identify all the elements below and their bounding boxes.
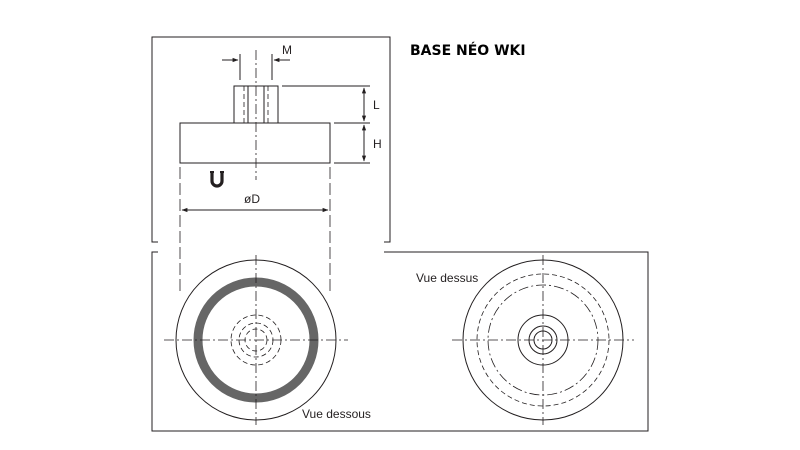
top-view-label: Vue dessus xyxy=(416,271,478,285)
dimension-h-label: H xyxy=(373,137,382,151)
magnet-base-body xyxy=(179,122,331,164)
frame xyxy=(151,36,649,432)
dimension-d-label: øD xyxy=(244,192,260,206)
dimension-m-label: M xyxy=(282,43,292,57)
top-view: Vue dessus xyxy=(416,255,634,425)
magnet-symbol-icon xyxy=(210,171,224,188)
dimension-l-label: L xyxy=(373,98,380,112)
side-view: M L H øD xyxy=(179,43,382,295)
bottom-view-label: Vue dessous xyxy=(302,407,371,421)
bottom-view: Vue dessous xyxy=(164,255,371,425)
drawing-title: BASE NÉO WKI xyxy=(410,42,526,59)
